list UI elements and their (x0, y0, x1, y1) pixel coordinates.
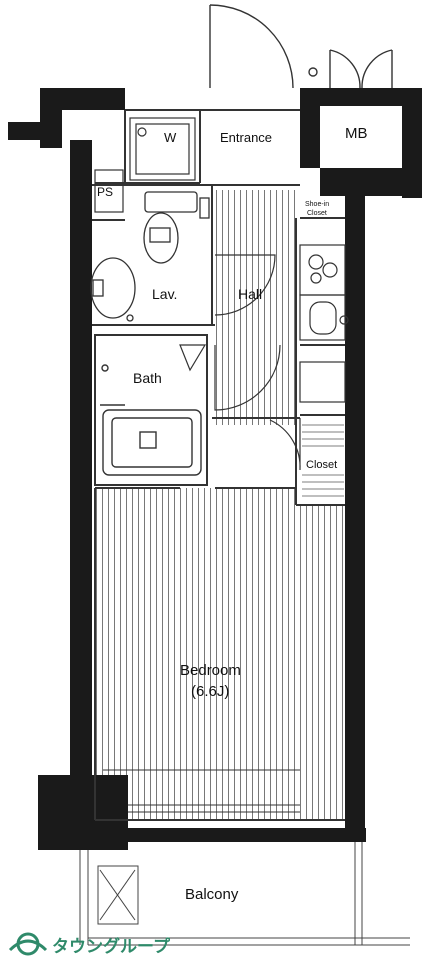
label-hall: Hall (238, 286, 262, 302)
kitchen-units (299, 244, 349, 403)
brand-logo: タウングループ (8, 932, 171, 957)
balcony-outline (79, 842, 410, 946)
ps-shaft (94, 169, 124, 213)
outer-walls (8, 88, 422, 850)
label-shoe-closet: Closet (307, 210, 327, 217)
washer-box (129, 117, 196, 181)
label-lav: Lav. (152, 286, 177, 302)
interior-doors (179, 254, 301, 471)
label-mb: MB (345, 125, 368, 142)
label-bedroom-size: (6.6J) (191, 683, 229, 700)
label-w: W (164, 130, 177, 145)
label-ps: PS (97, 185, 113, 199)
interior-walls (92, 109, 345, 821)
bedroom-window (103, 769, 300, 813)
brand-name: タウングループ (52, 936, 171, 957)
toilet (143, 191, 210, 264)
mb-doors (308, 49, 393, 89)
closet-shelving (302, 424, 344, 497)
label-entrance: Entrance (220, 130, 272, 145)
label-closet: Closet (306, 459, 337, 471)
label-balcony: Balcony (185, 886, 239, 903)
entrance-door (209, 4, 294, 89)
label-bath: Bath (133, 370, 162, 386)
label-shoe-in: Shoe-in (305, 201, 329, 208)
bathtub (100, 364, 202, 476)
floor-hatching (95, 190, 345, 820)
label-bedroom: Bedroom (180, 662, 241, 679)
lavatory-sink (90, 257, 136, 322)
